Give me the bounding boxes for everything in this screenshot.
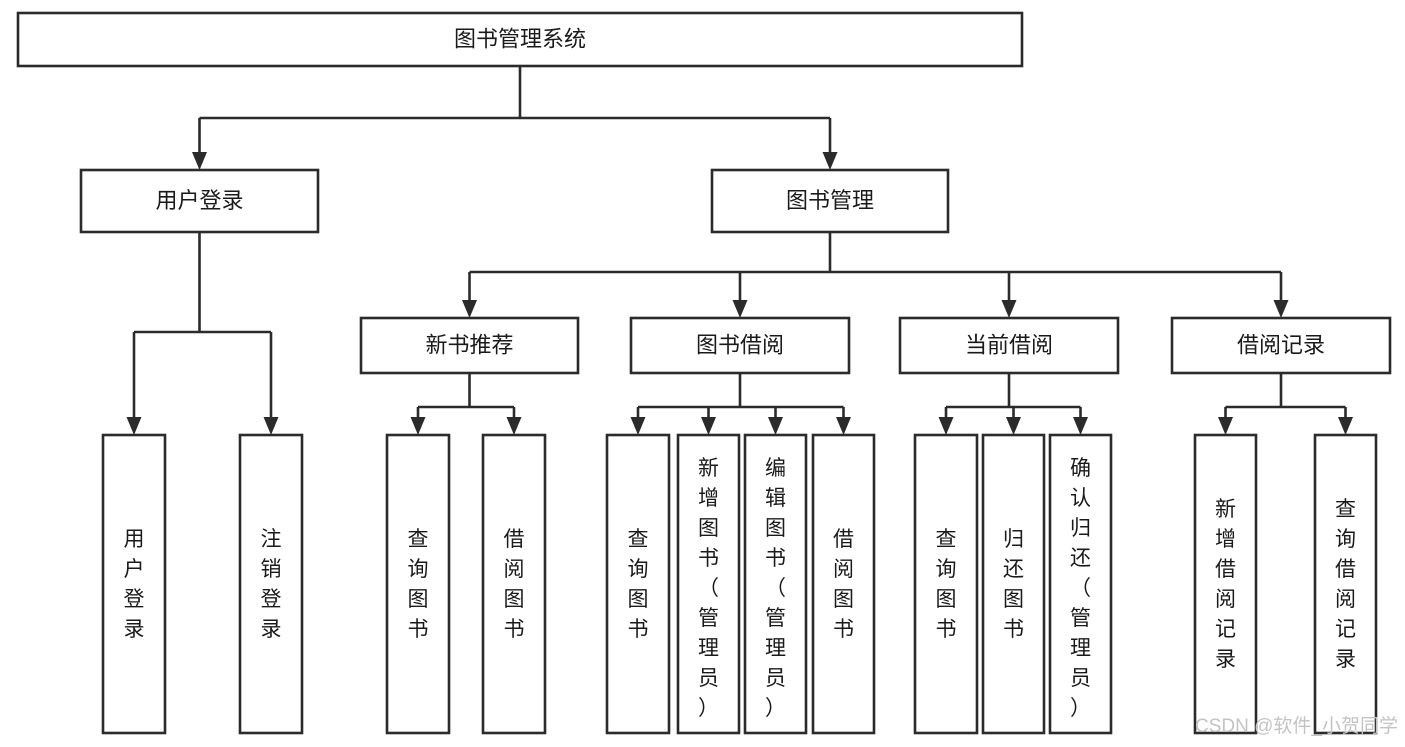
node-user-login[interactable]: 用户登录 <box>79 168 320 234</box>
arrow-head-icon <box>1338 417 1353 435</box>
node-box[interactable] <box>1170 316 1392 375</box>
node-box[interactable] <box>481 433 547 735</box>
node-label: 编辑图书（管理员） <box>765 457 786 720</box>
node-label: 新书推荐 <box>425 332 513 357</box>
arrow-head-icon <box>192 152 207 170</box>
node-box[interactable] <box>676 433 741 735</box>
node-borrow-record[interactable]: 借阅记录 <box>1170 316 1392 375</box>
arrow-head-icon <box>1073 417 1088 435</box>
node-label: 借阅图书 <box>833 528 854 641</box>
node-leaf-query-book-current[interactable]: 查询图书 <box>913 433 979 735</box>
node-box[interactable] <box>1313 433 1378 735</box>
node-label: 图书管理系统 <box>454 26 586 51</box>
node-book-management[interactable]: 图书管理 <box>710 168 950 234</box>
arrow-head-icon <box>732 300 748 318</box>
arrow-head-icon <box>1001 300 1017 318</box>
node-label: 借阅记录 <box>1237 332 1325 357</box>
node-leaf-query-book-borrow[interactable]: 查询图书 <box>605 433 671 735</box>
arrow-head-icon <box>836 417 851 435</box>
node-leaf-query-book-rec[interactable]: 查询图书 <box>385 433 451 735</box>
csdn-watermark: CSDN @软件_小贺同学 <box>1195 715 1398 737</box>
node-box[interactable] <box>79 168 320 234</box>
node-label: 查询借阅记录 <box>1335 498 1356 671</box>
node-label: 查询图书 <box>408 528 429 641</box>
arrow-head-icon <box>630 417 646 435</box>
node-box[interactable] <box>16 11 1024 68</box>
node-label: 新增图书（管理员） <box>698 457 719 720</box>
node-box[interactable] <box>898 316 1120 375</box>
node-box[interactable] <box>385 433 451 735</box>
node-box[interactable] <box>710 168 950 234</box>
arrow-head-icon <box>768 417 783 435</box>
arrow-head-icon <box>1006 417 1021 435</box>
node-label: 查询图书 <box>936 528 957 641</box>
arrow-head-icon <box>822 152 838 170</box>
arrow-head-icon <box>938 417 954 435</box>
node-box[interactable] <box>811 433 876 735</box>
node-root[interactable]: 图书管理系统 <box>16 11 1024 68</box>
node-leaf-add-borrow-record[interactable]: 新增借阅记录 <box>1193 433 1258 735</box>
node-book-borrow[interactable]: 图书借阅 <box>629 316 851 375</box>
node-box[interactable] <box>629 316 851 375</box>
node-label: 归还图书 <box>1003 528 1024 641</box>
node-box[interactable] <box>913 433 979 735</box>
node-leaf-logout-login[interactable]: 注销登录 <box>238 433 304 735</box>
node-box[interactable] <box>981 433 1046 735</box>
node-leaf-user-login[interactable]: 用户登录 <box>101 433 167 735</box>
arrow-head-icon <box>263 417 279 435</box>
node-leaf-add-book[interactable]: 新增图书（管理员） <box>676 433 741 735</box>
node-box[interactable] <box>743 433 808 735</box>
connectors-layer <box>126 66 1353 435</box>
node-new-book-recommend[interactable]: 新书推荐 <box>359 316 580 375</box>
node-box[interactable] <box>101 433 167 735</box>
node-leaf-query-borrow-record[interactable]: 查询借阅记录 <box>1313 433 1378 735</box>
arrow-head-icon <box>506 417 522 435</box>
arrow-head-icon <box>1273 300 1289 318</box>
node-box[interactable] <box>1048 433 1113 735</box>
node-leaf-borrow-book[interactable]: 借阅图书 <box>811 433 876 735</box>
nodes-layer: 图书管理系统用户登录图书管理新书推荐图书借阅当前借阅借阅记录用户登录注销登录查询… <box>16 11 1392 735</box>
arrow-head-icon <box>1218 417 1233 435</box>
node-leaf-edit-book[interactable]: 编辑图书（管理员） <box>743 433 808 735</box>
node-box[interactable] <box>1193 433 1258 735</box>
node-label: 图书借阅 <box>696 332 784 357</box>
arrow-head-icon <box>410 417 426 435</box>
node-leaf-return-book[interactable]: 归还图书 <box>981 433 1046 735</box>
node-label: 图书管理 <box>786 188 874 213</box>
node-label: 新增借阅记录 <box>1215 498 1236 671</box>
node-label: 当前借阅 <box>965 332 1053 357</box>
node-box[interactable] <box>238 433 304 735</box>
node-leaf-confirm-return[interactable]: 确认归还（管理员） <box>1048 433 1113 735</box>
node-leaf-borrow-book-rec[interactable]: 借阅图书 <box>481 433 547 735</box>
node-current-borrow[interactable]: 当前借阅 <box>898 316 1120 375</box>
node-box[interactable] <box>605 433 671 735</box>
node-label: 查询图书 <box>628 528 649 641</box>
arrow-head-icon <box>126 417 142 435</box>
arrow-head-icon <box>462 300 477 318</box>
node-label: 用户登录 <box>124 528 145 641</box>
node-label: 用户登录 <box>155 188 243 213</box>
node-box[interactable] <box>359 316 580 375</box>
node-label: 确认归还（管理员） <box>1070 457 1091 720</box>
arrow-head-icon <box>701 417 716 435</box>
node-label: 借阅图书 <box>504 528 525 641</box>
node-label: 注销登录 <box>261 528 282 641</box>
